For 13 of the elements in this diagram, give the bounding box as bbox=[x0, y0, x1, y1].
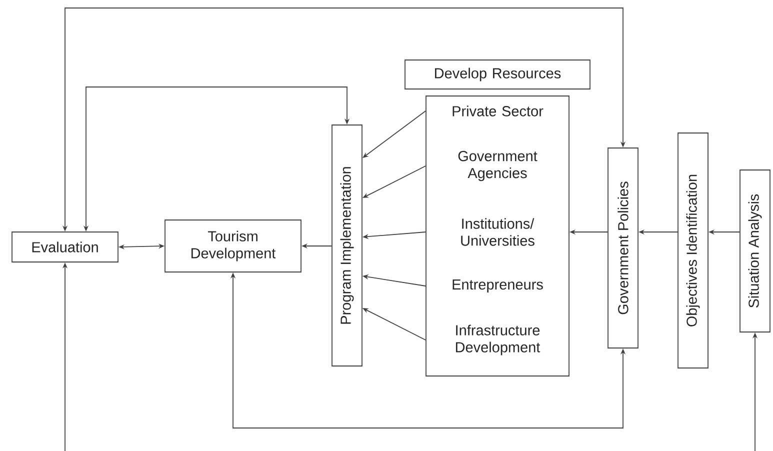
process-box: Tourism Development bbox=[164, 220, 302, 272]
resource-item: Institutions/ Universities bbox=[461, 218, 534, 246]
resource-item: Entrepreneurs bbox=[452, 280, 543, 292]
heading-box: Develop Resources bbox=[404, 60, 590, 90]
resource-item: Private Sector bbox=[452, 106, 544, 116]
resource-item: Government Agencies bbox=[458, 150, 538, 182]
process-box: Situation Analysis bbox=[740, 170, 770, 332]
process-box: Objectives Identification bbox=[678, 132, 708, 368]
process-box: Evaluation bbox=[12, 232, 118, 262]
process-box: Government Policies bbox=[608, 148, 638, 348]
resource-box bbox=[426, 96, 570, 376]
resource-item: Infrastructure Development bbox=[456, 324, 540, 356]
process-box: Program Implementation bbox=[332, 124, 362, 366]
